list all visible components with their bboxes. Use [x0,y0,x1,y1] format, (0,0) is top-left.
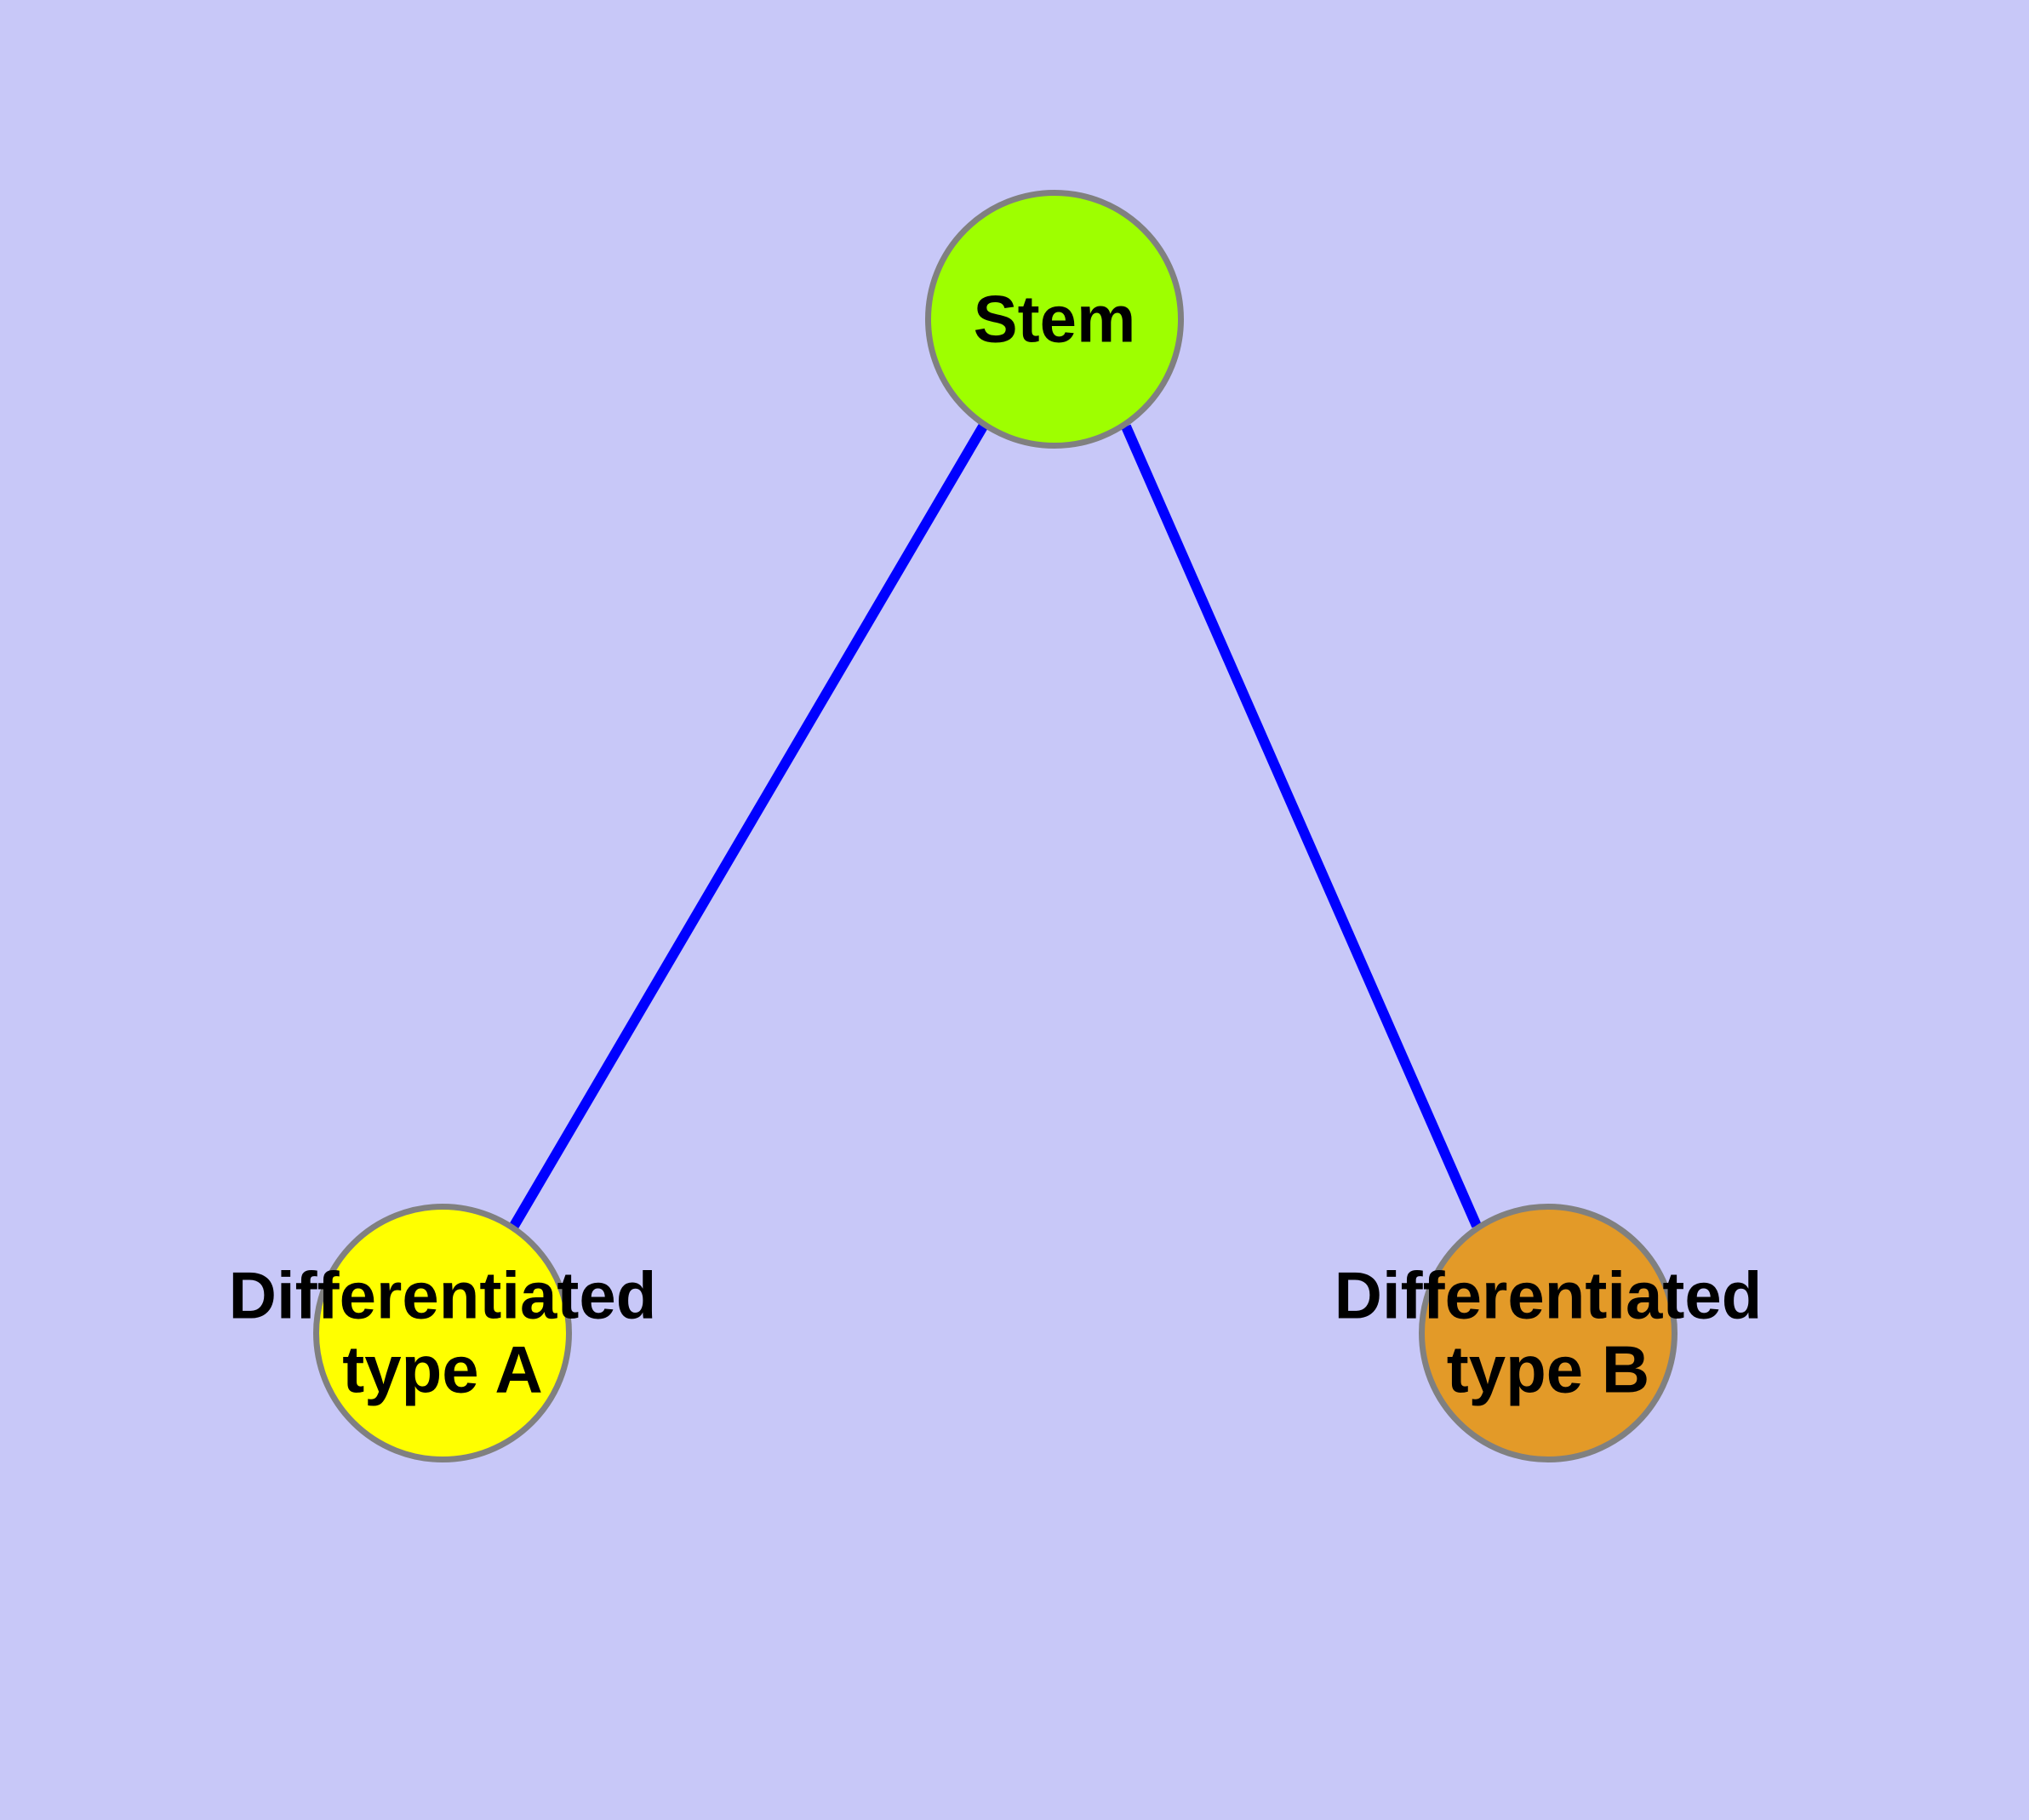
edge-stem-to-differentiated-b [1121,424,1482,1228]
node-differentiated-type-b[interactable] [1419,1204,1677,1462]
node-stem[interactable] [925,190,1184,449]
node-differentiated-type-a[interactable] [313,1204,572,1462]
edge-stem-to-differentiated-a [509,423,988,1229]
